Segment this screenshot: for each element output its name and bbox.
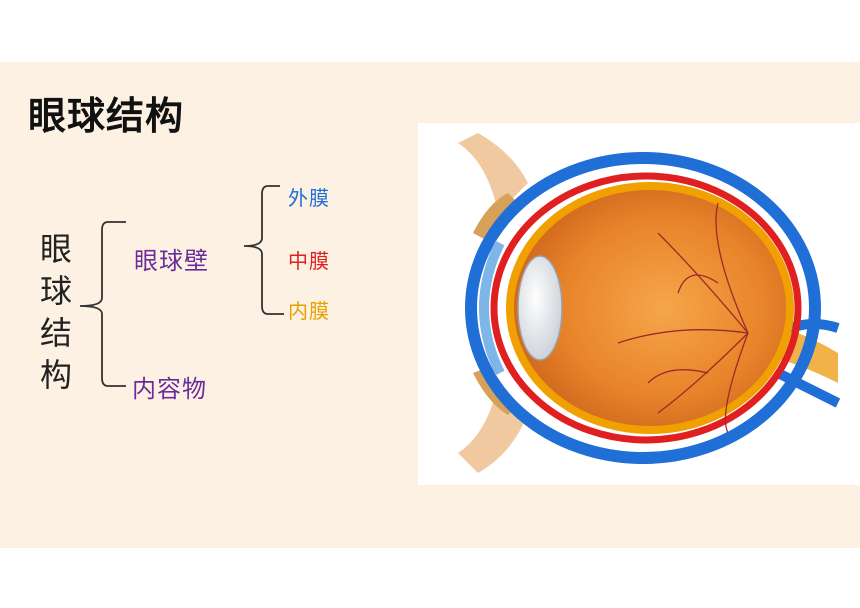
inner-layer (506, 182, 794, 434)
retinal-vessels (617, 202, 749, 434)
inner-layer-label: 内膜 (288, 299, 330, 323)
root-char: 球 (39, 272, 72, 310)
eyeball-illustration (418, 123, 860, 485)
upper-muscle (473, 193, 518, 241)
eyeball-contents-label: 内容物 (132, 375, 207, 403)
main-bracket (79, 221, 126, 387)
page-title: 眼球结构 (28, 94, 185, 138)
middle-layer (490, 172, 802, 444)
middle-layer-label: 中膜 (288, 249, 330, 273)
lens (517, 255, 563, 361)
outer-layer (465, 152, 821, 464)
root-char: 眼 (39, 230, 72, 268)
wall-bracket (243, 185, 284, 315)
root-char: 结 (39, 314, 72, 352)
cornea (479, 240, 505, 376)
root-label: 眼 球 结 构 (36, 228, 76, 396)
upper-eyelid (458, 133, 528, 213)
outer-layer-label: 外膜 (288, 186, 330, 210)
eyeball-wall-label: 眼球壁 (134, 247, 209, 275)
root-char: 构 (39, 356, 72, 394)
